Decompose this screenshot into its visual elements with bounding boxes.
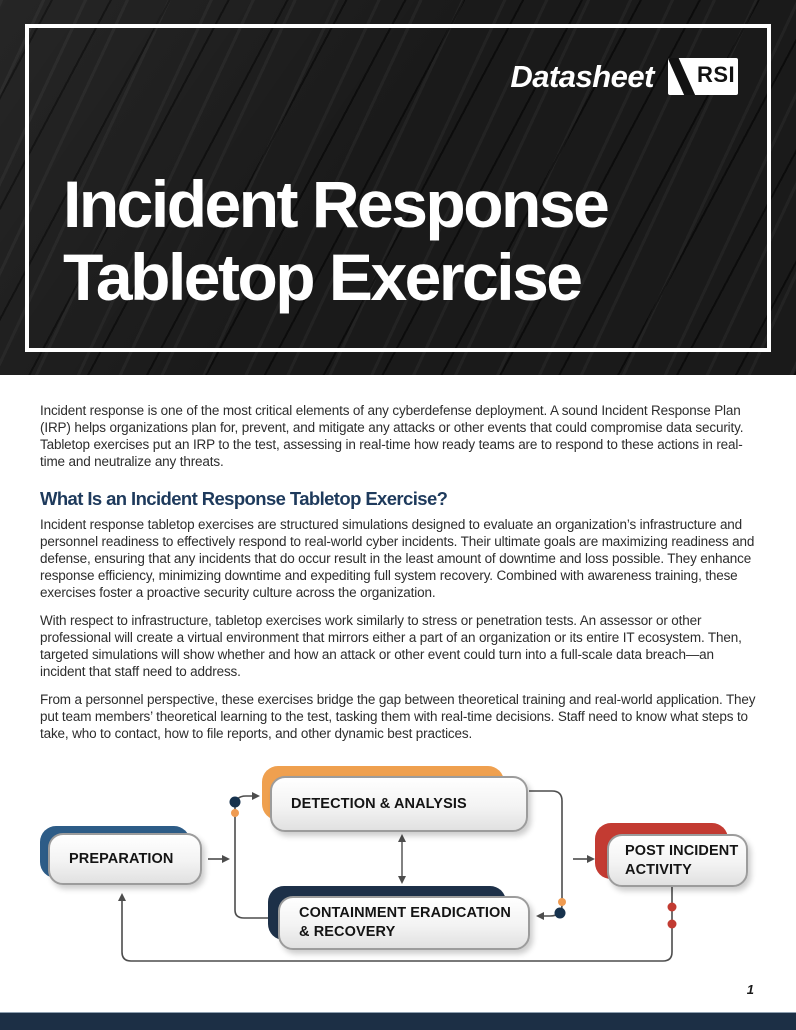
connector-loop-back xyxy=(121,887,673,962)
arrowhead-into-containment xyxy=(536,912,544,920)
dot-red-1 xyxy=(667,902,677,912)
arrowhead-down xyxy=(398,876,406,884)
doc-type-label: Datasheet xyxy=(510,58,654,94)
section-heading: What Is an Incident Response Tabletop Ex… xyxy=(40,488,448,509)
dot-red-2 xyxy=(667,919,677,929)
arrowhead-up xyxy=(398,834,406,842)
node-post-incident-label-line1: POST INCIDENT xyxy=(625,842,739,859)
dot-orange-left xyxy=(231,809,239,817)
connector-right-wrap xyxy=(529,790,563,917)
hero-frame-border xyxy=(25,24,771,352)
footer-bar xyxy=(0,1012,796,1030)
node-containment-label-line2: & RECOVERY xyxy=(299,924,396,940)
body-paragraph: With respect to infrastructure, tabletop… xyxy=(40,613,742,679)
node-containment-label-line1: CONTAINMENT ERADICATION xyxy=(299,905,511,921)
rsi-logo-text: RSI xyxy=(697,62,736,87)
connector-left-riser xyxy=(234,795,270,919)
brand-row: Datasheet RSI xyxy=(510,58,738,95)
arrowhead-into-detection xyxy=(252,792,260,800)
body-paragraph: From a personnel perspective, these exer… xyxy=(40,692,756,741)
page-title: Incident Response Tabletop Exercise xyxy=(63,167,610,314)
node-post-incident: POST INCIDENT ACTIVITY xyxy=(607,834,748,887)
arrowhead-prep-out xyxy=(222,855,230,863)
node-post-incident-label-line2: ACTIVITY xyxy=(625,861,692,878)
rsi-logo-slash-icon xyxy=(668,58,700,95)
node-detection-label: DETECTION & ANALYSIS xyxy=(291,795,467,812)
page-number: 1 xyxy=(746,982,754,997)
hero-header: Datasheet RSI Incident Response Tabletop… xyxy=(0,0,796,375)
dot-navy-left xyxy=(229,796,241,808)
article-body: Incident response is one of the most cri… xyxy=(0,375,796,742)
node-containment: CONTAINMENT ERADICATION & RECOVERY xyxy=(278,896,530,950)
page-title-line1: Incident Response xyxy=(63,167,610,241)
node-detection: DETECTION & ANALYSIS xyxy=(270,776,528,832)
body-paragraph: Incident response tabletop exercises are… xyxy=(40,517,755,600)
page-title-line2: Tabletop Exercise xyxy=(63,240,583,314)
arrowhead-into-post xyxy=(587,855,595,863)
diagram-connectors xyxy=(118,790,677,962)
node-preparation-label: PREPARATION xyxy=(69,850,174,867)
arrowhead-into-preparation xyxy=(118,893,126,901)
intro-paragraph: Incident response is one of the most cri… xyxy=(40,403,744,469)
node-preparation: PREPARATION xyxy=(48,833,202,885)
incident-lifecycle-diagram: PREPARATION DETECTION & ANALYSIS CONTAIN… xyxy=(0,755,796,980)
rsi-logo: RSI xyxy=(668,58,738,95)
dot-orange-right xyxy=(558,898,566,906)
dot-navy-right xyxy=(554,907,566,919)
